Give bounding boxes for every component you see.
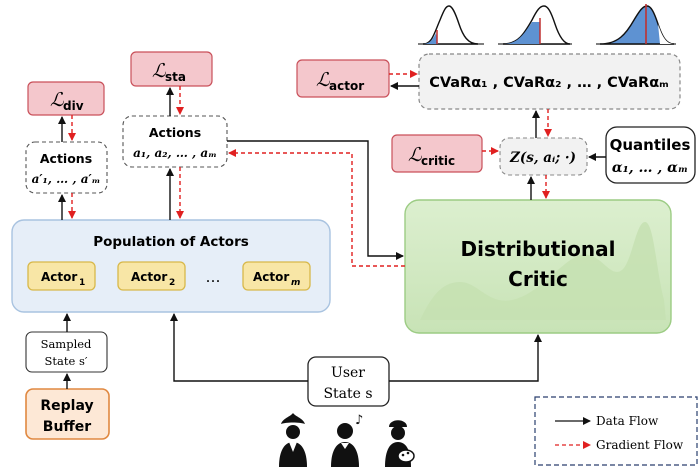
actor-m-name: Actor (253, 270, 289, 284)
actions-mid-formula: a₁, a₂, … , aₘ (133, 146, 217, 160)
critic-box: Distributional Critic (404, 199, 672, 334)
loss-actor-box: ℒ actor (296, 59, 390, 98)
loss-div-sub: div (63, 99, 84, 113)
z-text: Z(s, aᵢ; ·) (509, 150, 576, 166)
loss-critic-box: ℒ critic (391, 134, 483, 173)
sampled-state-line1: Sampled (41, 337, 92, 351)
actions-left-formula: a′₁, … , a′ₘ (32, 172, 101, 186)
actor-2-sub: 2 (169, 278, 175, 288)
musician-icon: ♪ (331, 413, 363, 467)
loss-actor-symbol: ℒ (316, 69, 331, 91)
loss-div-symbol: ℒ (50, 89, 65, 111)
actor-1-sub: 1 (79, 278, 85, 288)
quantiles-formula: α₁, … , αₘ (612, 160, 688, 176)
loss-sta-symbol: ℒ (152, 60, 167, 82)
replay-line1: Replay (40, 398, 93, 414)
replay-buffer-box: Replay Buffer (25, 388, 110, 440)
quantiles-box: Quantiles α₁, … , αₘ (605, 126, 696, 184)
replay-line2: Buffer (43, 419, 91, 435)
actions-left-title: Actions (40, 151, 92, 166)
distribution-plot-3 (596, 4, 676, 45)
actions-mid-box: Actions a₁, a₂, … , aₘ (122, 115, 228, 168)
loss-sta-sub: sta (165, 70, 186, 84)
sampled-state-line2: State s′ (45, 354, 88, 368)
actions-mid-title: Actions (149, 125, 201, 140)
user-state-line2: State s (323, 386, 372, 402)
actor-2-name: Actor (131, 270, 167, 284)
loss-sta-box: ℒ sta (130, 51, 213, 87)
z-distribution-box: Z(s, aᵢ; ·) (499, 137, 588, 176)
distribution-plot-1 (418, 5, 484, 45)
loss-div-box: ℒ div (27, 81, 105, 116)
actor-1-name: Actor (41, 270, 77, 284)
actor-m-sub: m (291, 278, 300, 288)
legend-data-flow-label: Data Flow (596, 414, 659, 428)
critic-title-line2: Critic (508, 267, 568, 291)
population-box: Population of Actors Actor 1 Actor 2 … A… (11, 219, 331, 313)
gradient-flow-arrows (68, 70, 552, 267)
legend-gradient-flow-label: Gradient Flow (596, 438, 684, 452)
loss-critic-symbol: ℒ (408, 144, 423, 166)
user-state-line1: User (331, 365, 365, 381)
quantiles-title: Quantiles (610, 136, 691, 154)
critic-background-curve (420, 222, 666, 320)
actor-1-box: Actor 1 (27, 261, 96, 291)
population-title: Population of Actors (93, 234, 249, 250)
critic-title-line1: Distributional (461, 237, 616, 261)
user-state-box: User State s (307, 356, 390, 407)
cvar-text: CVaRα₁ , CVaRα₂ , … , CVaRαₘ (429, 75, 669, 91)
cowboy-icon (279, 413, 307, 467)
actor-m-box: Actor m (242, 261, 311, 291)
actions-left-box: Actions a′₁, … , a′ₘ (25, 141, 108, 194)
cvar-box: CVaRα₁ , CVaRα₂ , … , CVaRαₘ (418, 53, 681, 110)
actors-ellipsis: … (206, 268, 221, 286)
sampled-state-box: Sampled State s′ (25, 331, 108, 373)
painter-icon (385, 420, 415, 467)
loss-critic-sub: critic (421, 154, 455, 168)
svg-text:♪: ♪ (355, 413, 363, 428)
loss-actor-sub: actor (329, 79, 364, 93)
distribution-plot-2 (498, 5, 572, 45)
legend-box: Data Flow Gradient Flow (534, 396, 698, 466)
data-flow-arrows (58, 82, 606, 389)
actor-2-box: Actor 2 (117, 261, 186, 291)
